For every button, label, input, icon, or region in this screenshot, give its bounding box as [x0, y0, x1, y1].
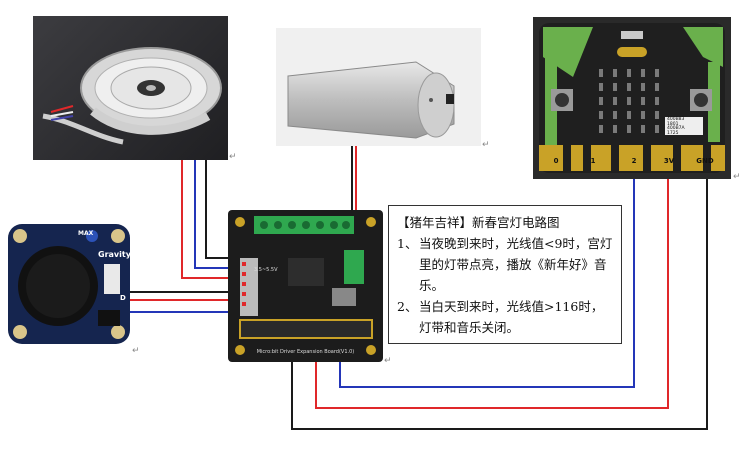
speaker-cone — [13, 229, 125, 339]
microbit-wire-red — [315, 168, 669, 409]
note-item-number: 2、 — [397, 299, 418, 314]
led-strip-photo — [33, 16, 228, 160]
paragraph-mark: ↵ — [733, 172, 741, 182]
microbit-chip-label: 400B83 1801 400B7A 1725 — [667, 117, 703, 136]
microbit-pin-gnd: GND — [696, 157, 714, 165]
paragraph-mark: ↵ — [229, 152, 237, 162]
microbit-pin-2: 2 — [631, 157, 637, 165]
note-item: 1、 当夜晚到来时，光线值<9时，宫灯里的灯带点亮，播放《新年好》音乐。 — [397, 233, 613, 296]
power-bank-photo — [276, 28, 481, 146]
chip-text-line: 1801 — [667, 121, 679, 127]
led-strip-reel — [42, 47, 222, 145]
paragraph-mark: ↵ — [384, 356, 392, 366]
led-wire-red — [181, 158, 246, 279]
note-item-text: 当夜晚到来时，光线值<9时，宫灯里的灯带点亮，播放《新年好》音乐。 — [419, 236, 613, 293]
speaker-d-label: D — [120, 294, 126, 302]
speaker-brand: Gravity — [98, 250, 131, 259]
microbit-board — [539, 23, 725, 173]
microbit-pin-3v: 3V — [663, 157, 675, 165]
microbit-wire-blue — [339, 168, 635, 388]
microbit-pin-0: 0 — [553, 157, 559, 165]
board-voltage-label: 3.5~5.5V — [254, 267, 278, 273]
paragraph-mark: ↵ — [132, 346, 140, 356]
note-item-number: 1、 — [397, 236, 418, 251]
power-bank-body — [287, 61, 455, 139]
speaker-module: MAX Gravity D — [8, 224, 131, 344]
chip-text-line: 400B83 — [667, 117, 685, 122]
microbit-pin-1: 1 — [590, 157, 596, 165]
speaker-max-label: MAX — [78, 230, 94, 237]
paragraph-mark: ↵ — [482, 140, 490, 150]
microbit-wire-black — [291, 168, 708, 430]
expansion-board-graphic — [235, 216, 376, 355]
microbit-photo: 400B83 1801 400B7A 1725 0 1 2 3V GND — [533, 17, 731, 179]
note-item-text: 当白天到来时，光线值>116时，灯带和音乐关闭。 — [419, 299, 604, 335]
chip-text-line: 1725 — [667, 130, 679, 136]
circuit-description-box: 【猪年吉祥】新春宫灯电路图 1、 当夜晚到来时，光线值<9时，宫灯里的灯带点亮，… — [388, 205, 622, 344]
note-title: 【猪年吉祥】新春宫灯电路图 — [397, 215, 560, 230]
chip-text-line: 400B7A — [667, 126, 685, 131]
note-item: 2、 当白天到来时，光线值>116时，灯带和音乐关闭。 — [397, 296, 613, 338]
expansion-board: 3.5~5.5V Micro:bit Driver Expansion Boar… — [228, 210, 383, 362]
board-name-label: Micro:bit Driver Expansion Board(V1.0) — [256, 349, 355, 355]
